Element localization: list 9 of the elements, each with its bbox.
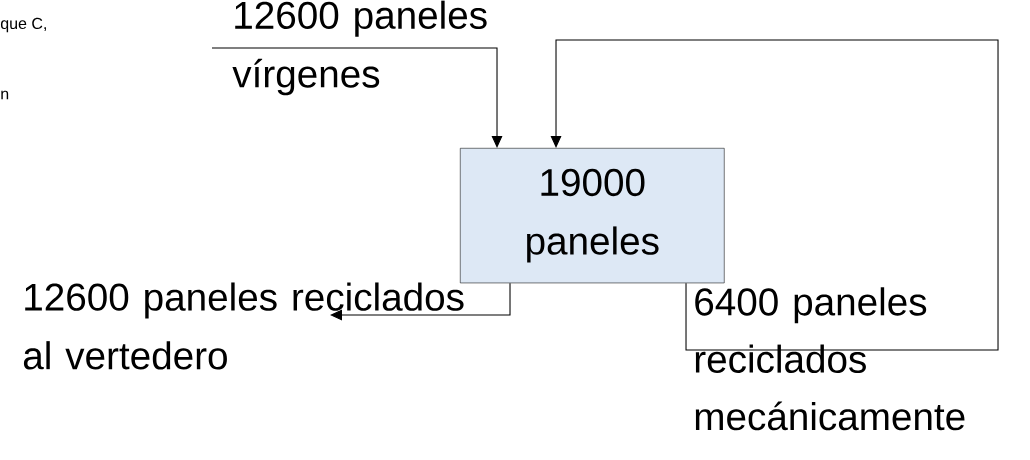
- cut-text: que C,: [0, 17, 46, 33]
- edge-label: 6400 paneles reciclados mecánicamente: [695, 287, 965, 431]
- arrow: [211, 47, 503, 148]
- flow-text: 12600 paneles reciclados al vertedero: [23, 282, 464, 370]
- arrow: [550, 39, 999, 351]
- cut-text: n: [1, 90, 9, 100]
- process-box: 19000 paneles: [460, 148, 725, 284]
- arrow: [330, 282, 511, 321]
- flow-text: 12600 paneles vírgenes: [232, 0, 487, 96]
